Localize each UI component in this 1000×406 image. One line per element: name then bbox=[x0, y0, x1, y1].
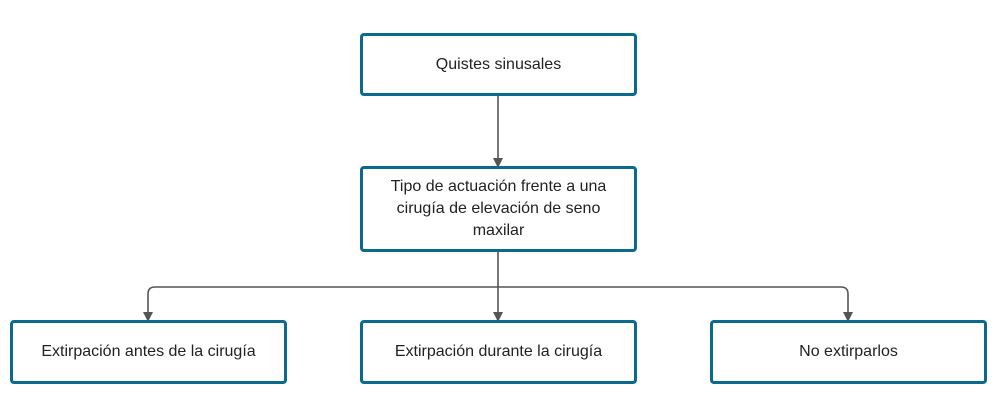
node-no-extirparlos: No extirparlos bbox=[710, 320, 987, 384]
node-label: No extirparlos bbox=[799, 343, 898, 360]
node-extirpacion-antes: Extirpación antes de la cirugía bbox=[10, 320, 287, 384]
node-label: Extirpación durante la cirugía bbox=[394, 343, 603, 360]
arrow-to-left-option bbox=[143, 286, 498, 322]
node-label: Extirpación antes de la cirugía bbox=[41, 343, 256, 360]
arrow-to-right-option bbox=[498, 286, 853, 322]
node-tipo-de-actuacion: Tipo de actuación frente a una cirugía d… bbox=[360, 166, 637, 252]
node-quistes-sinusales: Quistes sinusales bbox=[360, 33, 637, 96]
node-extirpacion-durante: Extirpación durante la cirugía bbox=[360, 320, 637, 384]
node-label: Tipo de actuación frente a una cirugía d… bbox=[390, 178, 607, 239]
node-label: Quistes sinusales bbox=[435, 55, 562, 73]
